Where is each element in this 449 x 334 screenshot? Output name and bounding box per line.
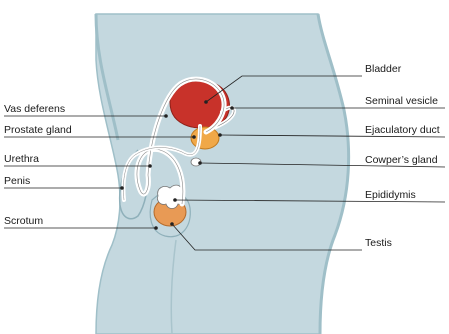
- label-epididymis: Epididymis: [365, 189, 416, 201]
- label-cowpers-gland: Cowper’s gland: [365, 154, 438, 166]
- label-urethra: Urethra: [4, 153, 39, 165]
- label-prostate-gland: Prostate gland: [4, 124, 72, 136]
- label-vas-deferens: Vas deferens: [4, 103, 65, 115]
- label-scrotum: Scrotum: [4, 215, 43, 227]
- label-seminal-vesicle: Seminal vesicle: [365, 95, 438, 107]
- label-penis: Penis: [4, 175, 30, 187]
- label-testis: Testis: [365, 237, 392, 249]
- label-ejaculatory-duct: Ejaculatory duct: [365, 124, 440, 136]
- label-bladder: Bladder: [365, 63, 402, 75]
